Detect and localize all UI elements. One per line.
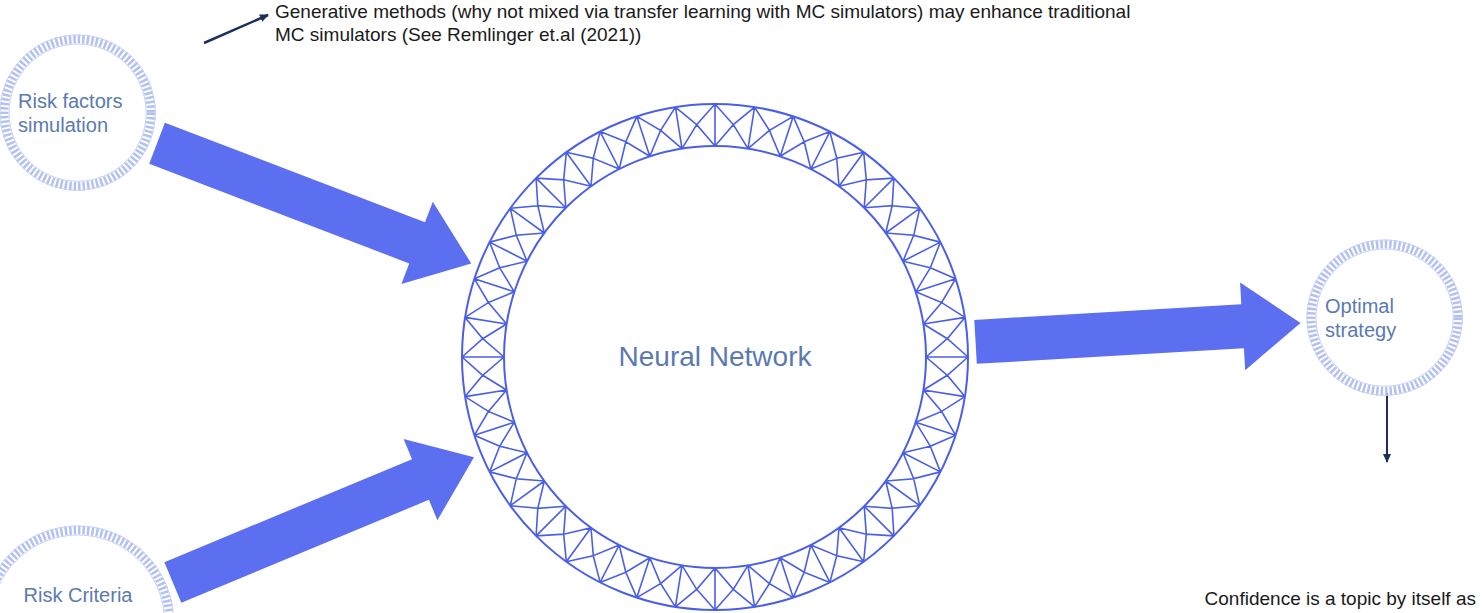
rope-circle (0, 34, 157, 191)
node-text: Risk factors simulation (18, 89, 138, 137)
leader-line (204, 15, 268, 43)
rope-circle (1306, 239, 1463, 396)
node-text: Optimal strategy (1325, 294, 1445, 342)
annotation-note: Generative methods (why not mixed via tr… (275, 0, 1145, 46)
node-text: Neural Network (619, 340, 812, 374)
block-arrow (149, 123, 471, 284)
circle-node: Risk factors simulation (0, 34, 157, 191)
circle-node: Risk Criteria (0, 525, 175, 613)
circle-node: Optimal strategy (1306, 239, 1463, 396)
block-arrow (164, 439, 474, 603)
node-text: Risk Criteria (24, 583, 133, 607)
leader-line (1386, 393, 1388, 462)
circle-node: Neural Network (460, 102, 970, 612)
block-arrow (974, 282, 1300, 370)
annotation-note: Confidence is a topic by itself as (1205, 587, 1476, 610)
